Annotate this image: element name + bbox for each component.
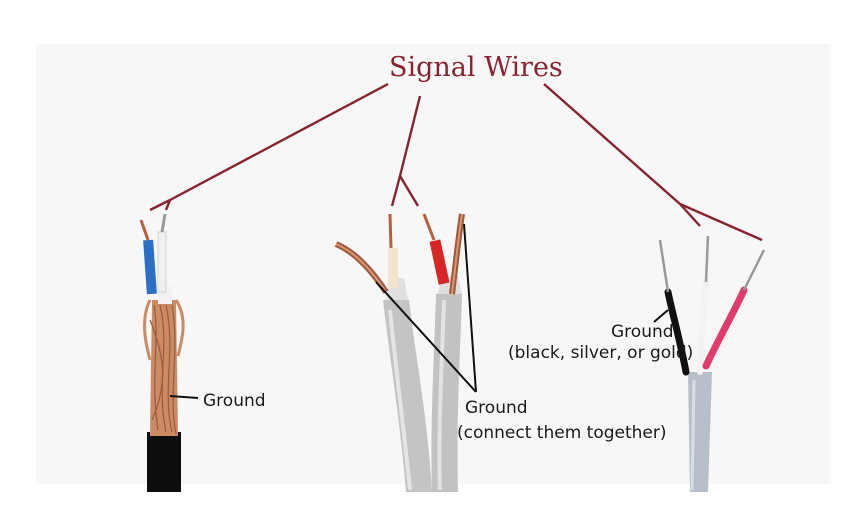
callout-line-3 [543, 83, 681, 205]
signal-wires-title: Signal Wires [389, 52, 563, 83]
cable-1-blue-wire [143, 239, 157, 295]
cable-1-shield-braid [150, 300, 178, 436]
cable-2-white-wire [388, 248, 398, 288]
ground-pointer-2b [463, 223, 477, 393]
ground-pointer-3 [653, 309, 669, 323]
ground-label-3: Ground [611, 322, 674, 342]
ground-label-3-note: (black, silver, or gold) [508, 343, 694, 363]
callout-line-1 [169, 82, 389, 202]
cable-2-red-wire [429, 239, 450, 285]
callout-line-1b [164, 199, 172, 211]
callout-line-2 [398, 95, 422, 177]
ground-label-2-note: (connect them together) [457, 423, 667, 443]
callout-line-3a [679, 203, 701, 227]
cable-3-white-wire [697, 279, 709, 375]
cable-2-right-jacket [431, 294, 462, 492]
callout-line-3b [679, 202, 763, 242]
cable-1-black-jacket [147, 432, 181, 492]
signal-wire-callouts [149, 82, 763, 242]
cable-3-black-wire [664, 288, 690, 376]
cable-3-pink-wire [702, 286, 748, 370]
cable-2 [334, 213, 465, 492]
callout-line-2b [398, 175, 420, 207]
cable-1 [139, 213, 185, 492]
callout-line-1a [149, 198, 171, 212]
ground-pointer-1 [169, 395, 199, 399]
ground-pointers [169, 223, 669, 399]
ground-label-1: Ground [203, 391, 266, 411]
callout-line-2a [390, 175, 402, 207]
cable-3 [658, 235, 766, 492]
cable-1-white-wire [157, 231, 167, 293]
ground-pointer-2a [375, 281, 477, 393]
ground-label-2: Ground [465, 398, 528, 418]
